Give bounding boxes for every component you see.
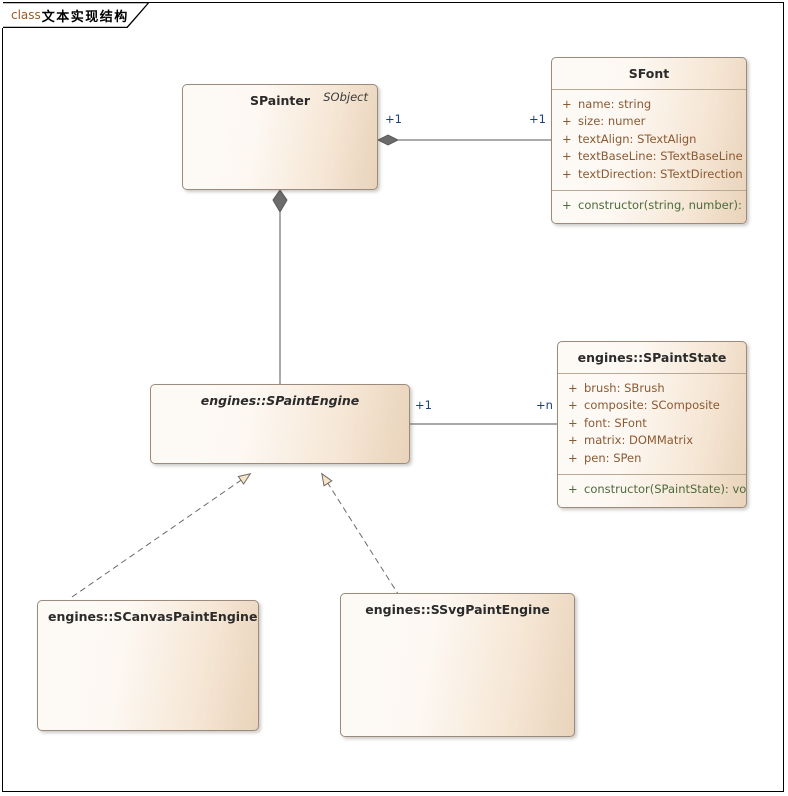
tab-keyword: class — [11, 8, 41, 22]
attribute-row: + composite: SComposite — [564, 397, 740, 415]
class-title-text: engines::SPaintEngine — [200, 393, 360, 408]
relation-spainter-spaintengine — [272, 189, 288, 384]
attribute-signature: matrix: DOMMatrix — [584, 433, 694, 448]
attribute-signature: composite: SComposite — [584, 398, 720, 413]
class-box-ssvgpaintengine[interactable]: engines::SSvgPaintEngine — [340, 593, 575, 737]
visibility-marker: + — [568, 482, 578, 497]
class-title-text: engines::SCanvasPaintEngine — [48, 609, 258, 624]
class-name-spainter: SObject SPainter — [183, 85, 377, 116]
attribute-row: + size: numer — [558, 113, 740, 131]
operation-row: + constructor(string, number): void — [558, 197, 746, 215]
class-title-text: engines::SSvgPaintEngine — [365, 602, 550, 617]
diagram-title-tab: class 文本实现结构 — [2, 2, 150, 28]
attribute-signature: name: string — [578, 96, 652, 111]
class-title-text: SFont — [628, 66, 670, 81]
attribute-row: + textAlign: STextAlign — [558, 131, 740, 149]
class-name-spaintengine: engines::SPaintEngine — [151, 385, 409, 416]
visibility-marker: + — [562, 198, 572, 213]
visibility-marker: + — [568, 415, 578, 430]
attribute-signature: textBaseLine: STextBaseLine — [578, 149, 743, 164]
multiplicity-spainter-sfont-source: +1 — [385, 112, 402, 126]
attributes-compartment-spaintstate: + brush: SBrush + composite: SComposite … — [558, 374, 746, 475]
attribute-row: + font: SFont — [564, 415, 740, 433]
class-box-scanvaspaintengine[interactable]: engines::SCanvasPaintEngine — [37, 600, 259, 731]
class-name-sfont: SFont — [552, 58, 746, 90]
class-title-text: SPainter — [249, 93, 311, 108]
multiplicity-spaintengine-spaintstate-target: +n — [536, 398, 553, 412]
operation-signature: constructor(string, number): void — [578, 198, 746, 213]
attribute-signature: size: numer — [578, 114, 646, 129]
attribute-signature: pen: SPen — [584, 450, 642, 465]
relation-spainter-sfont — [376, 134, 551, 146]
multiplicity-spaintengine-spaintstate-source: +1 — [415, 398, 432, 412]
operations-compartment-sfont: + constructor(string, number): void — [552, 190, 746, 222]
attribute-signature: brush: SBrush — [584, 380, 665, 395]
operation-signature: constructor(SPaintState): void — [584, 482, 747, 497]
attribute-signature: font: SFont — [584, 415, 647, 430]
class-title-text: engines::SPaintState — [577, 350, 727, 365]
attribute-signature: textAlign: STextAlign — [578, 131, 697, 146]
visibility-marker: + — [562, 149, 572, 164]
visibility-marker: + — [562, 131, 572, 146]
visibility-marker: + — [568, 433, 578, 448]
visibility-marker: + — [568, 450, 578, 465]
operation-row: + constructor(SPaintState): void — [564, 481, 746, 499]
class-box-spaintengine[interactable]: engines::SPaintEngine — [150, 384, 410, 464]
attribute-row: + name: string — [558, 96, 740, 114]
multiplicity-spainter-sfont-target: +1 — [529, 112, 546, 126]
attribute-row: + textDirection: STextDirection — [558, 166, 743, 184]
attribute-row: + pen: SPen — [564, 450, 740, 468]
class-box-sfont[interactable]: SFont + name: string + size: numer + tex… — [551, 57, 747, 224]
class-box-spainter[interactable]: SObject SPainter — [182, 84, 378, 190]
relation-scanvaspaintengine-realization — [71, 474, 250, 598]
visibility-marker: + — [562, 166, 572, 181]
visibility-marker: + — [568, 398, 578, 413]
operations-compartment-spaintstate: + constructor(SPaintState): void — [558, 474, 746, 506]
attributes-compartment-sfont: + name: string + size: numer + textAlign… — [552, 90, 746, 191]
tab-title: 文本实现结构 — [41, 9, 129, 25]
attribute-row: + textBaseLine: STextBaseLine — [558, 148, 743, 166]
visibility-marker: + — [568, 380, 578, 395]
class-box-spaintstate[interactable]: engines::SPaintState + brush: SBrush + c… — [557, 341, 747, 508]
attribute-signature: textDirection: STextDirection — [578, 166, 743, 181]
class-name-spaintstate: engines::SPaintState — [558, 342, 746, 374]
attribute-row: + matrix: DOMMatrix — [564, 432, 740, 450]
class-name-scanvaspaintengine: engines::SCanvasPaintEngine — [38, 601, 258, 632]
relation-ssvgpaintengine-realization — [322, 474, 401, 598]
visibility-marker: + — [562, 114, 572, 129]
stereotype-spainter: SObject — [323, 90, 368, 104]
attribute-row: + brush: SBrush — [564, 380, 740, 398]
class-name-ssvgpaintengine: engines::SSvgPaintEngine — [341, 594, 574, 625]
visibility-marker: + — [562, 96, 572, 111]
